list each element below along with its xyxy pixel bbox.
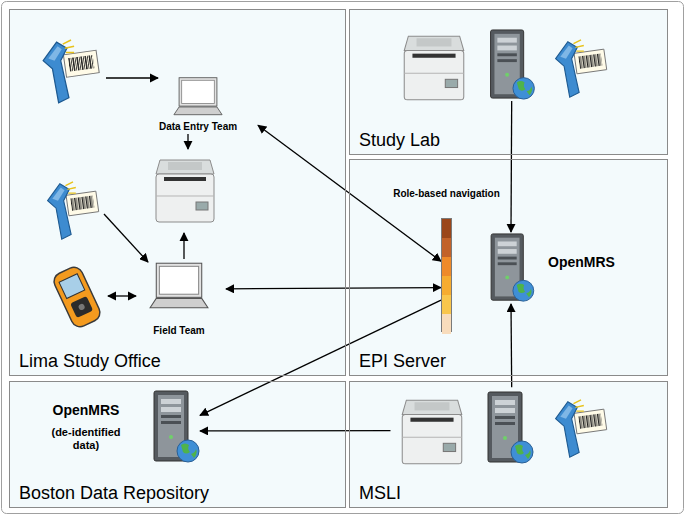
panel-fill (349, 9, 668, 155)
laptop-station: Data Entry Team (138, 76, 258, 132)
region-panel: Study Lab (349, 9, 668, 155)
panel-fill (9, 9, 346, 376)
panel-title: EPI Server (359, 351, 446, 372)
barcode-scanner (556, 40, 607, 97)
flow-arrow (104, 214, 148, 262)
server-icon (150, 388, 200, 466)
region-panel: MSLI (349, 381, 668, 508)
station-label: Field Team (153, 325, 205, 336)
server-label-block: OpenMRS (de-identified data) (30, 402, 142, 451)
server-label: OpenMRS (548, 254, 615, 270)
region-panel: EPI ServerRole-based navigationOpenMRS (349, 159, 668, 376)
role-nav-bar: Role-based navigation (441, 218, 452, 332)
laptop-station: Field Team (132, 260, 226, 336)
laptop-icon (172, 76, 224, 119)
bar-label: Role-based navigation (393, 188, 500, 199)
label-printer (404, 36, 464, 100)
region-panel: Lima Study Office Data Entry TeamField Te… (9, 9, 346, 376)
panel-title: MSLI (359, 483, 401, 504)
gps-device (51, 264, 103, 329)
panel-fill (349, 381, 668, 508)
laptop-icon (150, 263, 208, 307)
label-printer (156, 160, 214, 222)
bar-segment (442, 276, 451, 296)
region-panel: Boston Data Repository OpenMRS (de-identif… (9, 381, 346, 508)
bar-segment (442, 314, 451, 334)
server-note: (de-identified data) (41, 426, 131, 451)
flow-arrow (187, 134, 188, 149)
barcode-scanner (48, 182, 99, 239)
laptop-icon (174, 78, 222, 115)
panel-title: Study Lab (359, 130, 440, 151)
panel-title: Lima Study Office (19, 351, 161, 372)
panel-title: Boston Data Repository (19, 483, 209, 504)
connector (226, 288, 441, 289)
connector (200, 430, 390, 432)
flow-arrow (183, 233, 184, 259)
laptop-icon (148, 260, 210, 314)
bar-segment (442, 295, 451, 315)
connector (510, 101, 512, 232)
flow-arrow (108, 295, 136, 296)
server-icon (154, 391, 199, 462)
flow-arrow (106, 77, 158, 78)
panel-fill (9, 381, 346, 508)
connector (510, 304, 512, 387)
server: OpenMRS(de-identified data) (150, 388, 200, 466)
server: OpenMRS (486, 232, 536, 304)
server-icon (486, 232, 536, 304)
server-icon (491, 234, 534, 301)
label-printer (402, 400, 462, 464)
barcode-scanner (556, 400, 607, 457)
bar-segment (442, 238, 451, 258)
barcode-scanner (43, 40, 99, 103)
station-label: Data Entry Team (159, 121, 237, 132)
server (491, 30, 535, 99)
bar-segment (442, 257, 451, 277)
server-label: OpenMRS (30, 402, 142, 418)
server (488, 392, 533, 463)
panel-fill (349, 159, 668, 376)
bar-segment (442, 219, 451, 239)
